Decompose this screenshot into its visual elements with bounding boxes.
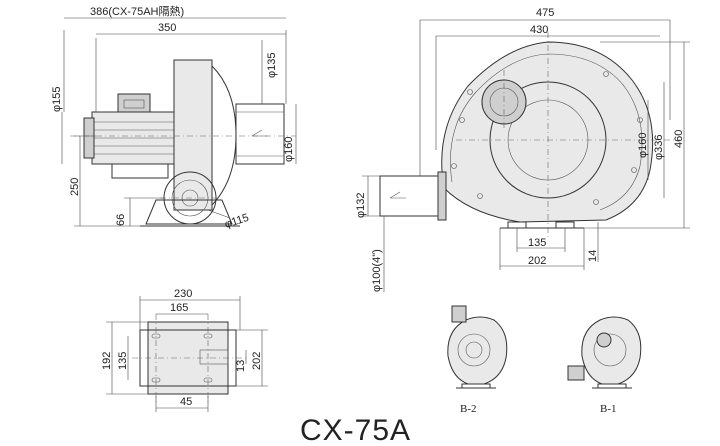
dim-base-66: 66 (115, 214, 127, 226)
dim-outlet-135: φ135 (266, 53, 278, 79)
dim-outlet-132: φ132 (355, 193, 367, 219)
dim-height-250: 250 (69, 178, 81, 196)
front-view: 475 430 φ160 φ336 460 φ132 φ100(4") 135 (355, 7, 690, 292)
front-outlet-duct (379, 175, 439, 217)
b1-outlet (567, 365, 585, 381)
volute-housing (441, 41, 654, 223)
motor-foot (111, 163, 169, 179)
dim-base-length-230: 230 (174, 288, 192, 300)
dim-base-width-202: 202 (251, 352, 263, 370)
dim-base-length-165: 165 (170, 302, 188, 314)
dim-body-length: 350 (158, 22, 176, 34)
terminal-box (117, 93, 151, 113)
variant-b1-label: B-1 (600, 403, 617, 415)
dim-flange-160: φ160 (637, 133, 649, 159)
dim-width-475: 475 (536, 7, 554, 19)
model-title: CX-75A (300, 414, 411, 446)
dim-pipe-100: φ100(4") (371, 249, 383, 292)
dim-height-460: 460 (673, 130, 685, 148)
b2-outlet (451, 305, 467, 323)
dim-offset-45: 45 (180, 396, 192, 408)
variant-b2-view: B-2 (447, 305, 508, 415)
dim-slot-13: 13 (235, 360, 247, 372)
dim-diameter-155: φ155 (51, 87, 63, 113)
motor-endcap (83, 117, 95, 159)
dim-base-width-192: 192 (101, 352, 113, 370)
side-view: 386(CX-75AH隔熱) 350 φ155 φ135 φ160 250 66… (51, 5, 297, 231)
dim-base-135: 135 (528, 237, 546, 249)
variant-b2-label: B-2 (460, 403, 477, 415)
dim-impeller-336: φ336 (653, 135, 665, 161)
dim-base-width-135: 135 (117, 352, 129, 370)
base-plate (145, 199, 233, 225)
fan-housing (173, 59, 213, 211)
variant-b1-view: B-1 (567, 316, 642, 415)
dim-base-14: 14 (587, 250, 599, 262)
dim-inlet-115: φ115 (223, 212, 250, 231)
dim-outlet-160: φ160 (283, 137, 295, 163)
dim-overall-length: 386(CX-75AH隔熱) (90, 5, 184, 18)
outlet-duct (235, 103, 285, 165)
dim-width-430: 430 (530, 24, 548, 36)
dim-base-202: 202 (528, 255, 546, 267)
base-plan-view: 230 165 192 135 13 202 45 (101, 288, 268, 412)
